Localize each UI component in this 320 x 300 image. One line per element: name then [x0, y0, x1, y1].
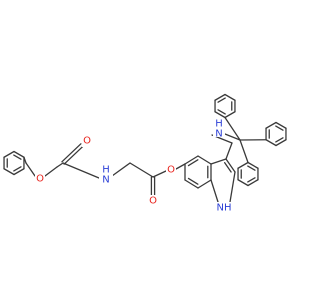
- atom-label-n: N: [102, 175, 109, 186]
- bond: [197, 155, 212, 165]
- bond: [225, 142, 233, 160]
- atom-label-h: H: [102, 165, 110, 176]
- bond: [275, 139, 287, 147]
- bond: [184, 179, 199, 189]
- bond: [247, 179, 259, 187]
- bond: [265, 121, 277, 129]
- bond: [224, 93, 236, 101]
- bond: [3, 168, 15, 176]
- bond: [224, 133, 241, 141]
- bond: [214, 111, 226, 119]
- bond: [187, 159, 199, 167]
- atom-trityl-nh: H N: [213, 119, 225, 140]
- bond: [197, 179, 212, 189]
- bond: [237, 179, 249, 187]
- bond: [225, 158, 236, 173]
- atom-label-h: H: [215, 119, 223, 130]
- bond: [237, 161, 249, 169]
- bond: [265, 139, 277, 147]
- atom-carbamate-nh: H N: [99, 164, 113, 188]
- bond: [152, 170, 167, 178]
- bond: [62, 162, 100, 179]
- atom-label-o: O: [167, 165, 175, 176]
- bond: [275, 125, 284, 131]
- bond: [3, 150, 15, 158]
- bond: [13, 150, 25, 158]
- bond: [175, 163, 186, 170]
- bond: [210, 179, 219, 203]
- atom-carbamate-o: O: [82, 135, 92, 147]
- atom-ester-o-benzyl: O: [35, 173, 45, 185]
- bond: [13, 154, 22, 160]
- bond: [229, 171, 236, 203]
- bond: [187, 177, 199, 185]
- atom-label-layer: O O H N O O NH H N: [35, 119, 233, 214]
- atom-indole-nh: NH: [215, 202, 233, 214]
- bond: [214, 93, 226, 101]
- bond: [13, 168, 25, 176]
- bond: [25, 162, 36, 177]
- bond: [129, 162, 154, 178]
- molecule-structure: O O H N O O NH H N: [3, 93, 287, 214]
- bond: [247, 177, 256, 183]
- atom-label-n: N: [215, 129, 222, 140]
- bond: [275, 121, 287, 129]
- atom-glycine-carbonyl-o: O: [148, 195, 158, 207]
- atom-label-nh: NH: [217, 203, 232, 214]
- bond: [217, 97, 226, 103]
- atom-label-o: O: [149, 196, 157, 207]
- bond: [247, 161, 259, 169]
- atom-ester-o-indole: O: [166, 164, 176, 176]
- atom-label-o: O: [83, 136, 91, 147]
- bond: [210, 158, 227, 165]
- bond: [224, 116, 241, 141]
- atom-label-o: O: [36, 174, 44, 185]
- bond: [63, 145, 84, 165]
- bond: [111, 162, 131, 177]
- bond-layer: [3, 93, 287, 203]
- bond: [239, 139, 249, 164]
- bond: [217, 109, 226, 115]
- bond: [247, 165, 256, 171]
- bond: [56, 162, 64, 168]
- bond: [184, 155, 199, 165]
- bond: [44, 166, 58, 177]
- bond: [275, 137, 284, 143]
- bond: [223, 161, 232, 173]
- bond: [23, 156, 27, 164]
- bond: [61, 143, 82, 163]
- bond: [224, 111, 236, 119]
- bond: [13, 166, 22, 172]
